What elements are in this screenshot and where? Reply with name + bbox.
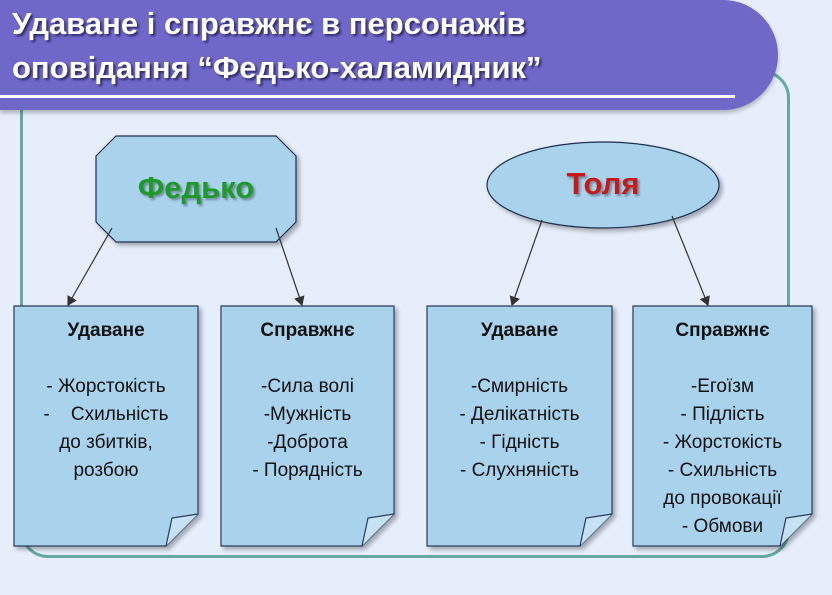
trait-item: -Егоїзм <box>690 376 755 397</box>
trait-item: - Слухняність <box>459 460 579 481</box>
box-heading: Удаване <box>480 320 559 341</box>
trait-item: - Підлість <box>680 404 765 425</box>
trait-item: -Доброта <box>267 432 348 453</box>
trait-item: -Смирність <box>470 376 569 397</box>
fedko-node <box>95 135 297 243</box>
title-line-1: Удаване і справжнє в персонажів <box>12 6 526 41</box>
title-underline <box>0 95 735 98</box>
box-heading: Удаване <box>67 320 145 341</box>
trait-item: до провокації <box>663 488 782 509</box>
tolia-node <box>486 141 720 229</box>
page-title: Удаване і справжнє в персонажів оповідан… <box>12 2 732 90</box>
box-tolia-spravzhne-shape <box>632 305 813 547</box>
box-heading: Справжнє <box>260 320 355 341</box>
fedko-label: Федько <box>137 170 255 205</box>
trait-item: - Делікатність <box>459 404 580 425</box>
arrow-fedko-spravzhne <box>275 227 305 307</box>
title-line-2: оповідання “Федько-халамидник” <box>12 50 542 85</box>
trait-item: - Обмови <box>681 516 764 537</box>
trait-item: -Сила волі <box>261 376 354 397</box>
trait-item: розбою <box>73 460 139 481</box>
box-fedko-udavane-shape <box>13 305 199 547</box>
box-tolia-udavane-shape <box>426 305 613 547</box>
arrow-tolia-udavane <box>509 219 543 307</box>
trait-item: -Мужність <box>263 404 352 425</box>
arrow-fedko-udavane <box>67 227 113 307</box>
trait-item: - Жорстокість <box>46 376 166 397</box>
trait-item: - Жорстокість <box>662 432 783 453</box>
trait-item: - Схильність <box>667 460 778 481</box>
arrow-tolia-spravzhne <box>671 215 710 307</box>
box-fedko-spravzhne-shape <box>220 305 395 547</box>
fedko-udavane-box: Удаване - Жорстокість - Схильність до зб… <box>14 306 198 546</box>
tolia-label: Толя <box>566 166 640 201</box>
box-heading: Справжнє <box>675 320 770 341</box>
title-banner: Удаване і справжнє в персонажів оповідан… <box>0 0 778 110</box>
trait-item: - Схильність <box>43 404 169 425</box>
tolia-spravzhne-box: Справжнє -Егоїзм - Підлість - Жорстокіст… <box>633 306 812 546</box>
fedko-spravzhne-box: Справжнє -Сила волі -Мужність -Доброта -… <box>221 306 394 546</box>
trait-item: до збитків, <box>59 432 153 453</box>
tolia-udavane-box: Удаване -Смирність - Делікатність - Гідн… <box>427 306 612 546</box>
trait-item: - Порядність <box>252 460 363 481</box>
trait-item: - Гідність <box>479 432 560 453</box>
